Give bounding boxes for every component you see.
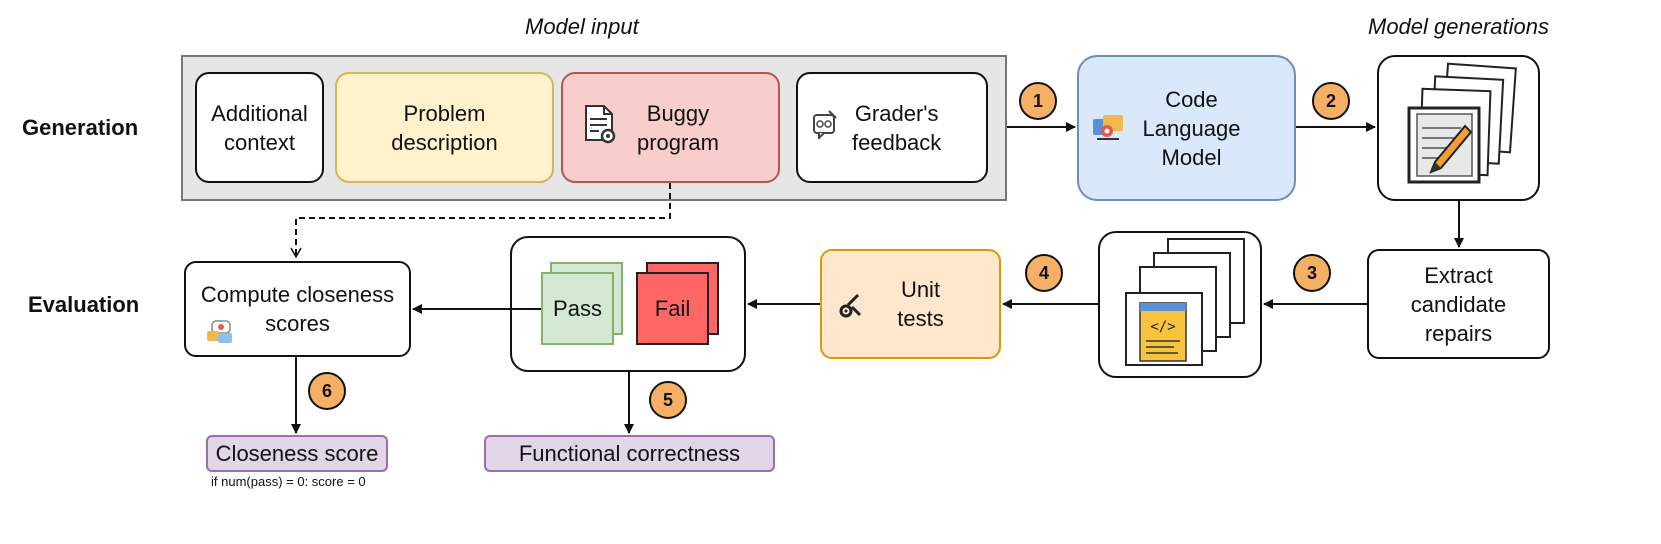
- step-badge-2: 2: [1312, 82, 1350, 120]
- closeness-score-output: Closeness score: [206, 435, 388, 472]
- evaluation-row-label: Evaluation: [28, 292, 140, 317]
- closeness-score-note: if num(pass) = 0: score = 0: [211, 474, 366, 489]
- additional-context-label: Additional context: [211, 100, 308, 155]
- robot-icon: [1091, 113, 1125, 150]
- unit-tests-label: Unit tests: [897, 277, 944, 331]
- graders-feedback-box: Grader's feedback: [796, 72, 988, 183]
- generation-row-label: Generation: [22, 115, 139, 140]
- functional-correctness-output: Functional correctness: [484, 435, 775, 472]
- step-badge-6: 6: [308, 372, 346, 410]
- step-badge-4: 4: [1025, 254, 1063, 292]
- pass-label: Pass: [553, 296, 602, 321]
- problem-description-box: Problem description: [335, 72, 554, 183]
- step-badge-3: 3: [1293, 254, 1331, 292]
- dashed-arrow-buggy-to-compute: [290, 183, 671, 259]
- svg-text:</>: </>: [1150, 319, 1175, 335]
- model-generations-header: Model generations: [1368, 14, 1550, 39]
- compute-closeness-label: Compute closeness scores: [200, 282, 395, 336]
- buggy-program-label: Buggy program: [637, 100, 719, 155]
- fail-card: Fail: [636, 272, 709, 345]
- unit-tests-box: Unit tests: [820, 249, 1001, 359]
- problem-description-label: Problem description: [391, 100, 498, 155]
- step-badge-5: 5: [649, 381, 687, 419]
- chat-icon: [206, 319, 234, 352]
- model-generations-box: [1377, 55, 1540, 201]
- extract-candidate-repairs-box: Extract candidate repairs: [1367, 249, 1550, 359]
- candidate-repairs-box: </>: [1098, 231, 1262, 378]
- pass-card: Pass: [541, 272, 614, 345]
- documents-pencil-icon: [1389, 58, 1529, 199]
- step-badge-1: 1: [1019, 82, 1057, 120]
- fail-label: Fail: [654, 296, 691, 321]
- feedback-icon: [812, 109, 838, 146]
- model-input-header: Model input: [525, 14, 639, 39]
- code-language-model-box: Code Language Model: [1077, 55, 1296, 201]
- tools-icon: [838, 293, 862, 326]
- code-file-icon: </>: [1110, 231, 1250, 378]
- extract-candidate-repairs-label: Extract candidate repairs: [1410, 262, 1507, 346]
- buggy-program-box: Buggy program: [561, 72, 780, 183]
- compute-closeness-box: Compute closeness scores: [184, 261, 411, 357]
- functional-correctness-label: Functional correctness: [518, 440, 741, 466]
- code-language-model-label: Code Language Model: [1142, 86, 1241, 170]
- closeness-score-label: Closeness score: [215, 440, 379, 466]
- document-gear-icon: [583, 104, 617, 151]
- graders-feedback-label: Grader's feedback: [852, 100, 942, 155]
- additional-context-box: Additional context: [195, 72, 324, 183]
